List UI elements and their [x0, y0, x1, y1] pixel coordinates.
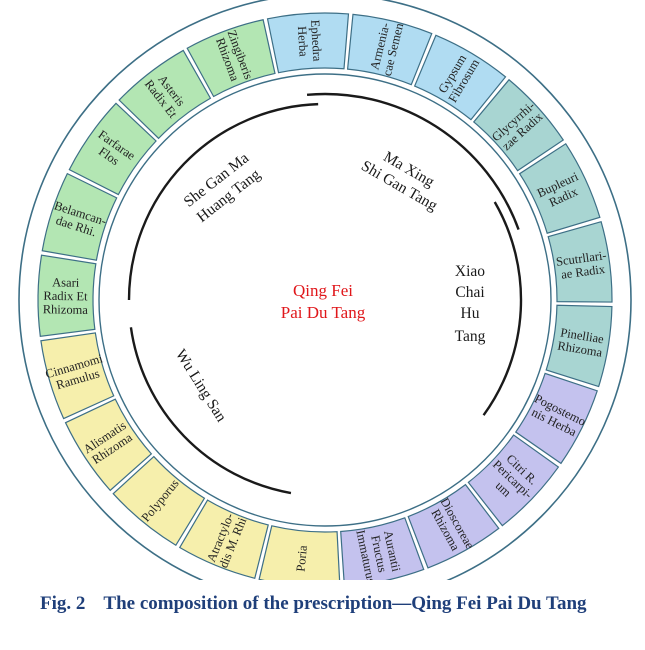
herb-segment-shape — [266, 12, 350, 74]
center-title-line-1: Qing Fei — [293, 281, 353, 300]
herb-segment-shape — [178, 499, 269, 580]
herb-segment-shape — [547, 220, 613, 303]
herb-segment: Atractylo-dis M. Rhi — [178, 499, 269, 580]
herb-segment-shape — [413, 34, 507, 121]
herb-segment-shape — [518, 142, 601, 234]
formula-xiao-chai-line-1: Xiao — [455, 263, 485, 280]
herb-segment-shape — [112, 455, 206, 547]
figure-caption: Fig. 2 The composition of the prescriptio… — [40, 590, 630, 618]
herb-segment-shape — [64, 398, 153, 492]
arc-she-gan — [127, 102, 319, 301]
herb-segment: Poria — [258, 525, 341, 580]
herb-segment: Glycyrrhi-zae Radix — [472, 78, 565, 172]
herb-segment: Polyporus — [112, 455, 206, 547]
figure-caption-label: Fig. 2 — [40, 593, 86, 614]
herb-segment-shape — [514, 372, 599, 465]
center-title: Qing Fei Pai Du Tang — [281, 281, 366, 322]
formula-arcs — [127, 92, 523, 495]
herb-segment-shape — [186, 19, 276, 98]
herb-label: Poria — [294, 544, 310, 572]
herb-segment: Belamcan-dae Rhi. — [41, 172, 118, 261]
herb-segment-shape — [40, 332, 115, 420]
center-title-line-2: Pai Du Tang — [281, 303, 366, 322]
outer-rim — [18, 0, 632, 580]
formula-xiao-chai: Xiao Chai Hu Tang — [455, 263, 486, 345]
herb-label-line: Rhizoma — [43, 302, 89, 317]
herb-segment: Armenia-cae Semen — [346, 13, 433, 86]
herb-label-line: Scutrllari- — [555, 248, 607, 269]
herb-label-line: Ephedra — [308, 19, 324, 62]
herb-label-line: Asari — [52, 275, 80, 289]
formula-xiao-chai-line-3: Hu — [461, 305, 480, 322]
herb-segment-shape — [118, 49, 212, 140]
herb-segment: Citri R.Pericarpi-um — [467, 434, 560, 527]
herb-label: Scutrllari-ae Radix — [555, 248, 607, 282]
arc-xiao-chai — [482, 201, 523, 416]
arc-wu-ling — [129, 327, 292, 495]
herb-segment-shape — [472, 78, 565, 172]
herb-segment-shape — [467, 434, 560, 527]
herb-segment-shape — [346, 13, 433, 86]
formula-xiao-chai-line-2: Chai — [455, 284, 485, 301]
herb-segment-shape — [68, 102, 157, 196]
formula-xiao-chai-line-4: Tang — [455, 328, 486, 345]
herb-label-line: Radix Et — [43, 289, 88, 304]
herb-segment-shape — [258, 525, 341, 580]
herb-segment-shape — [37, 254, 97, 337]
herb-segment-shape — [340, 517, 425, 580]
inner-fade-band — [104, 79, 546, 521]
herb-segment-shape — [545, 304, 613, 388]
herb-segment-shape — [41, 172, 118, 261]
herb-segment: Scutrllari-ae Radix — [547, 220, 613, 303]
herb-segment-shape — [407, 483, 500, 569]
arc-ma-xing — [306, 92, 520, 230]
herb-label-line: Poria — [294, 544, 310, 572]
herb-label-line: ae Radix — [560, 262, 606, 282]
herb-label-line: Herba — [295, 26, 311, 58]
figure-caption-text: The composition of the prescription—Qing… — [103, 593, 587, 614]
inner-rim — [98, 73, 552, 527]
